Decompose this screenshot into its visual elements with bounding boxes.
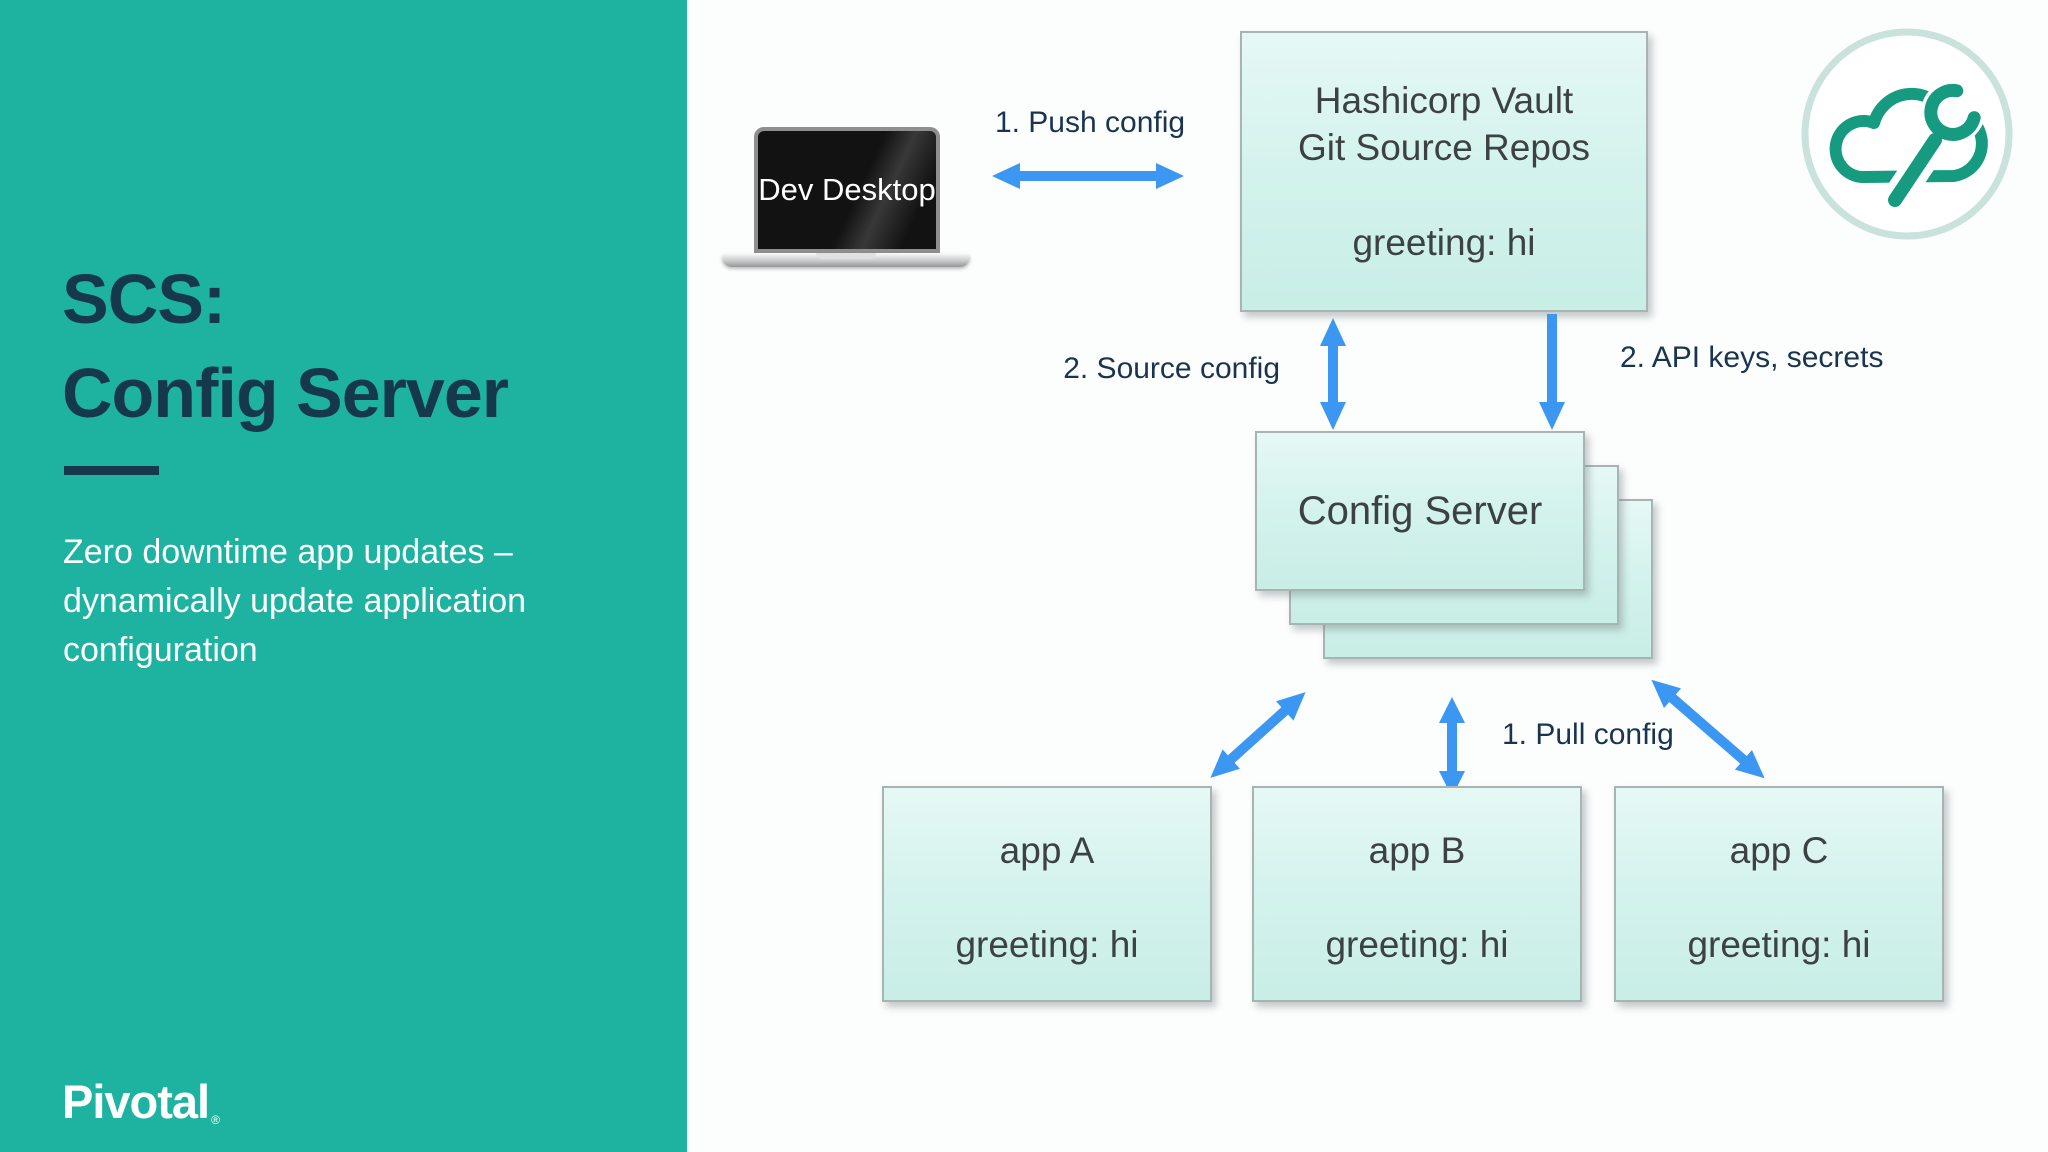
source-config-label: 2. Source config [1063, 352, 1280, 385]
app-box-c: app C greeting: hi [1614, 786, 1944, 1002]
app-name: app B [1368, 830, 1466, 871]
page-subtitle: Zero downtime app updates – dynamically … [63, 528, 526, 675]
app-box-a: app A greeting: hi [882, 786, 1212, 1002]
title-divider [64, 466, 159, 475]
push-config-arrow [992, 163, 1184, 189]
vault-box-title-line-1: Hashicorp Vault [1314, 80, 1574, 121]
registered-mark: ® [211, 1113, 220, 1127]
subtitle-line-3: configuration [63, 631, 258, 669]
dev-desktop-laptop: Dev Desktop [722, 127, 970, 267]
vault-box-greeting: greeting: hi [1352, 222, 1536, 263]
subtitle-line-2: dynamically update application [63, 582, 527, 620]
vault-box-title-line-2: Git Source Repos [1297, 127, 1591, 168]
api-keys-arrow [1539, 314, 1565, 430]
app-greeting: greeting: hi [1325, 924, 1509, 965]
pivotal-logo-text: Pivotal [62, 1075, 210, 1128]
app-greeting: greeting: hi [955, 924, 1139, 965]
dev-desktop-label: Dev Desktop [758, 172, 936, 207]
pull-config-arrow-left [1210, 692, 1306, 778]
app-name: app C [1729, 830, 1829, 871]
laptop-base [722, 253, 970, 267]
app-greeting: greeting: hi [1687, 924, 1871, 965]
config-server-label: Config Server [1297, 488, 1543, 533]
laptop-screen: Dev Desktop [754, 127, 940, 253]
page-title-line-2: Config Server [62, 354, 509, 432]
config-server-box-front: Config Server [1255, 431, 1585, 591]
source-config-arrow [1320, 318, 1346, 430]
app-name: app A [999, 830, 1095, 871]
cloud-wrench-icon [1801, 28, 2013, 240]
api-keys-label: 2. API keys, secrets [1620, 341, 1884, 374]
sidebar: SCS: Config Server Zero downtime app upd… [0, 0, 687, 1152]
page-title: SCS: Config Server [62, 252, 509, 440]
pull-config-arrow-right [1651, 679, 1765, 779]
subtitle-line-1: Zero downtime app updates – [63, 533, 513, 571]
pull-config-arrow-middle [1439, 697, 1465, 797]
app-box-b: app B greeting: hi [1252, 786, 1582, 1002]
push-config-label: 1. Push config [994, 106, 1186, 139]
pivotal-logo: Pivotal® [62, 1074, 220, 1129]
pull-config-label: 1. Pull config [1502, 718, 1674, 751]
vault-git-box: Hashicorp Vault Git Source Repos greetin… [1240, 31, 1648, 312]
page-title-line-1: SCS: [62, 260, 226, 338]
